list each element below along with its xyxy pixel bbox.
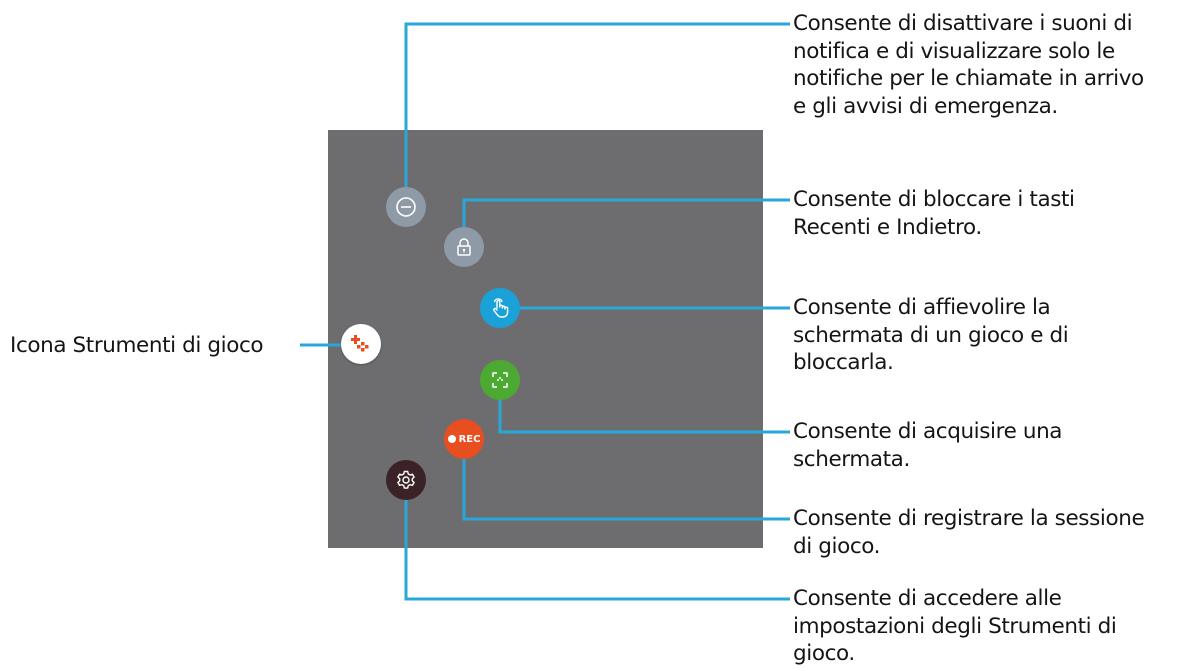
callout-screenshot: Consente di acquisire una schermata. [793, 418, 1062, 473]
lock-icon [457, 238, 471, 256]
record-label: REC [458, 433, 481, 445]
callout-line: di gioco. [793, 533, 881, 559]
callout-line: Consente di accedere alle [793, 586, 1062, 611]
connector-record [462, 458, 790, 521]
callout-lock-keys: Consente di bloccare i tasti Recenti e I… [793, 186, 1075, 241]
callout-record: Consente di registrare la sessione di gi… [793, 505, 1145, 560]
callout-line: e gli avvisi di emergenza. [793, 93, 1058, 119]
dim-lock-button[interactable] [480, 288, 520, 328]
game-tools-label: Icona Strumenti di gioco [10, 333, 264, 358]
callout-dim-lock: Consente di affievolire la schermata di … [793, 294, 1069, 377]
callout-line: notifica e di visualizzare solo le [793, 38, 1115, 64]
record-dot [447, 435, 456, 443]
callout-line: Consente di disattivare i suoni di [793, 11, 1133, 36]
callout-line: bloccarla. [793, 350, 894, 375]
settings-button[interactable] [386, 460, 426, 500]
callout-line: Recenti e Indietro. [793, 214, 982, 240]
callout-line: Consente di registrare la sessione [793, 506, 1145, 531]
callout-line: schermata di un gioco e di [793, 322, 1069, 348]
callout-line: Consente di bloccare i tasti [793, 187, 1075, 212]
callout-line: schermata. [793, 446, 910, 472]
screenshot-button[interactable] [480, 360, 520, 400]
callout-no-alerts: Consente di disattivare i suoni di notif… [793, 10, 1144, 120]
gear-icon [397, 470, 415, 489]
connector-settings [404, 495, 790, 601]
record-icon: REC [447, 433, 481, 445]
callout-line: Consente di affievolire la [793, 295, 1051, 320]
callout-line: impostazioni degli Strumenti di [793, 613, 1117, 639]
no-alerts-button[interactable] [386, 187, 426, 227]
connector-lock-keys [462, 198, 790, 230]
game-tools-icon [351, 335, 369, 352]
callout-settings: Consente di accedere alle impostazioni d… [793, 585, 1117, 668]
game-tools-button[interactable] [341, 324, 381, 364]
callout-line: gioco. [793, 641, 855, 666]
connector-no-alerts [404, 22, 790, 200]
record-button[interactable]: REC [444, 419, 484, 459]
minus-circle-icon [396, 197, 416, 217]
lock-keys-button[interactable] [444, 227, 484, 267]
touch-hand-icon [493, 298, 509, 318]
capture-frame-icon [492, 372, 508, 388]
connector-screenshot [498, 398, 790, 434]
callout-line: Consente di acquisire una [793, 419, 1063, 444]
callout-line: notifiche per le chiamate in arrivo [793, 66, 1144, 91]
